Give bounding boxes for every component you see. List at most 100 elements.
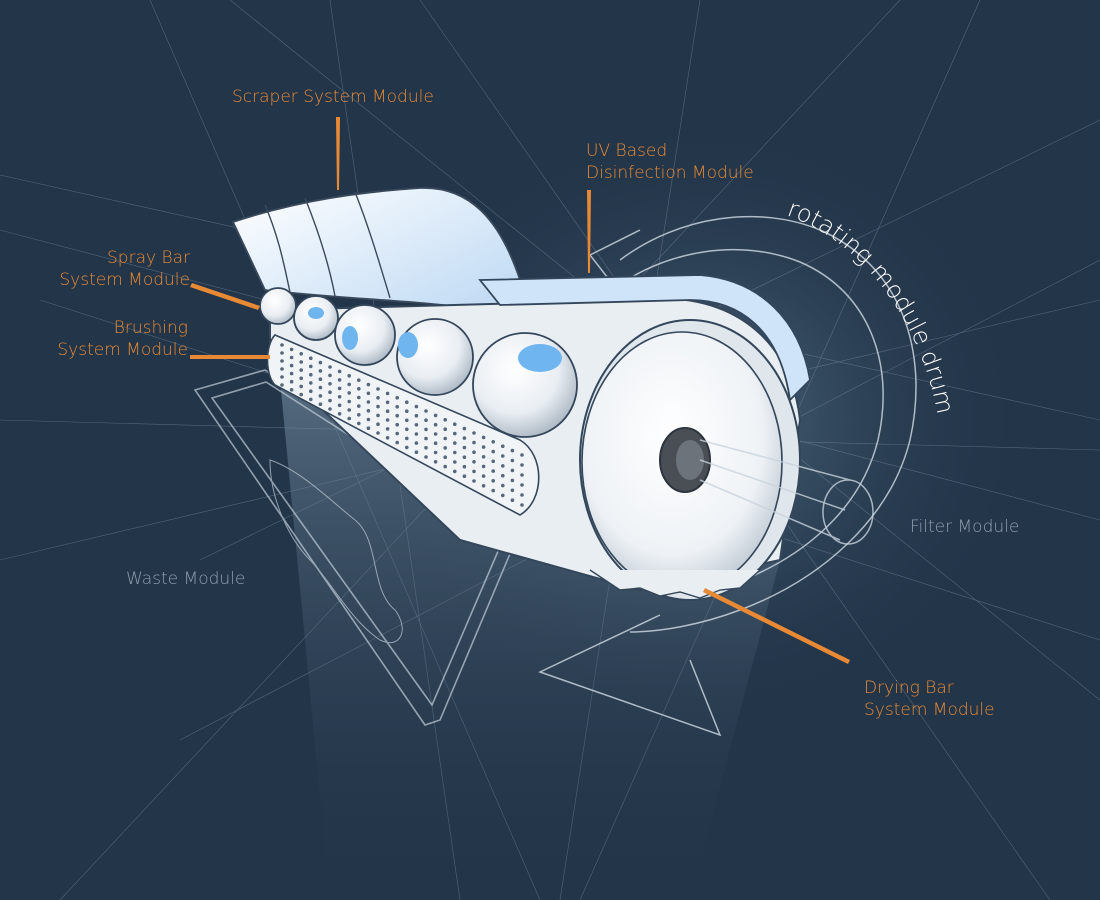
brush-bristle-dot xyxy=(414,441,419,445)
brush-bristle-dot xyxy=(347,382,352,387)
brush-bristle-dot xyxy=(414,450,419,455)
brush-bristle-dot xyxy=(453,469,457,474)
brush-bristle-dot xyxy=(366,417,371,422)
brush-bristle-dot xyxy=(501,493,505,498)
brush-bristle-dot xyxy=(299,352,304,356)
brush-bristle-dot xyxy=(289,379,294,384)
brush-bristle-dot xyxy=(481,474,486,478)
brush-bristle-dot xyxy=(453,422,457,427)
brush-bristle-dot xyxy=(347,374,352,378)
brush-bristle-dot xyxy=(280,359,284,363)
brush-bristle-dot xyxy=(347,408,352,412)
label-waste: Waste Module xyxy=(126,568,245,590)
brush-bristle-dot xyxy=(376,387,380,391)
brush-bristle-dot xyxy=(289,355,294,360)
brush-bristle-dot xyxy=(472,460,476,464)
brush-bristle-dot xyxy=(453,431,457,436)
brush-bristle-dot xyxy=(462,464,467,469)
brush-bristle-dot xyxy=(328,407,332,411)
brush-bristle-dot xyxy=(414,423,419,427)
brush-bristle-dot xyxy=(491,488,496,493)
brush-bristle-dot xyxy=(395,440,400,445)
brush-bristle-dot xyxy=(309,372,313,377)
brush-bristle-dot xyxy=(405,400,409,405)
label-brushing-line2: System Module xyxy=(57,340,188,360)
brush-bristle-dot xyxy=(520,493,524,497)
brush-bristle-dot xyxy=(433,441,438,446)
brush-bristle-dot xyxy=(472,440,476,445)
brush-bristle-dot xyxy=(385,409,390,414)
brush-bristle-dot xyxy=(433,422,438,427)
brush-bristle-dot xyxy=(443,436,448,441)
filter-cylinder xyxy=(699,439,874,545)
brush-bristle-dot xyxy=(337,386,342,391)
leader-lines xyxy=(190,117,850,664)
brush-bristle-dot xyxy=(443,418,448,422)
brush-bristle-dot xyxy=(510,478,515,483)
brush-bristle-dot xyxy=(520,453,524,457)
brush-bristle-dot xyxy=(520,463,524,467)
label-filter-text: Filter Module xyxy=(910,517,1020,537)
brush-bristle-dot xyxy=(280,367,284,371)
brush-bristle-dot xyxy=(357,395,361,400)
brush-bristle-dot xyxy=(433,413,438,418)
brush-bristle-dot xyxy=(501,454,505,458)
label-uv-line2: Disinfection Module xyxy=(586,163,754,183)
brush-bristle-dot xyxy=(414,404,419,409)
brush-bristle-dot xyxy=(424,446,428,450)
brush-bristle-dot xyxy=(385,436,390,440)
brush-bristle-dot xyxy=(443,455,448,460)
brush-bristle-dot xyxy=(462,455,467,460)
brush-bristle-dot xyxy=(501,444,505,449)
brush-bristle-dot xyxy=(491,440,496,444)
brush-bristle-dot xyxy=(501,464,505,468)
brush-bristle-dot xyxy=(366,426,371,431)
brush-bristle-dot xyxy=(347,399,352,404)
brush-bristle-dot xyxy=(289,371,294,376)
brush-bristle-dot xyxy=(337,403,342,408)
brush-bristle-dot xyxy=(395,422,400,427)
label-brushing: Brushing System Module xyxy=(36,317,188,361)
brush-bristle-dot xyxy=(309,381,313,385)
brush-bristle-dot xyxy=(318,385,323,390)
brush-bristle-dot xyxy=(405,418,409,423)
brush-bristle-dot xyxy=(318,394,323,398)
label-brushing-line1: Brushing xyxy=(113,318,188,338)
brush-bristle-dot xyxy=(328,373,332,378)
brush-bristle-dot xyxy=(462,474,467,479)
brush-bristle-dot xyxy=(337,378,342,382)
brush-bristle-dot xyxy=(318,369,323,373)
brush-bristle-dot xyxy=(424,455,428,459)
brush-bristle-dot xyxy=(472,469,476,474)
brush-bristle-dot xyxy=(299,376,304,381)
brush-bristle-dot xyxy=(347,416,352,421)
brush-bristle-dot xyxy=(289,363,294,368)
brush-bristle-dot xyxy=(280,383,284,387)
brush-bristle-dot xyxy=(357,387,361,391)
brush-bristle-dot xyxy=(376,396,380,400)
label-drying-line1: Drying Bar xyxy=(864,678,954,698)
brush-bristle-dot xyxy=(405,436,409,441)
brush-bristle-dot xyxy=(491,449,496,454)
label-spray-bar: Spray Bar System Module xyxy=(40,247,190,291)
brush-bristle-dot xyxy=(309,397,313,402)
brush-bristle-dot xyxy=(376,404,380,409)
brush-bristle-dot xyxy=(491,469,496,473)
brush-bristle-dot xyxy=(491,479,496,483)
brush-bristle-dot xyxy=(395,405,400,409)
brush-bristle-dot xyxy=(289,388,294,392)
brush-bristle-dot xyxy=(453,450,457,455)
brushing-roller xyxy=(266,334,540,516)
brush-bristle-dot xyxy=(520,483,524,487)
brush-bristle-dot xyxy=(366,391,371,396)
brush-bristle-dot xyxy=(481,484,486,488)
label-scraper: Scraper System Module xyxy=(232,86,434,108)
brush-bristle-dot xyxy=(376,431,380,435)
brush-bristle-dot xyxy=(309,389,313,394)
brush-bristle-dot xyxy=(481,435,486,440)
brush-bristle-dot xyxy=(299,368,304,372)
brush-bristle-dot xyxy=(366,409,371,413)
brush-bristle-dot xyxy=(405,409,409,414)
brush-bristle-dot xyxy=(280,375,284,379)
